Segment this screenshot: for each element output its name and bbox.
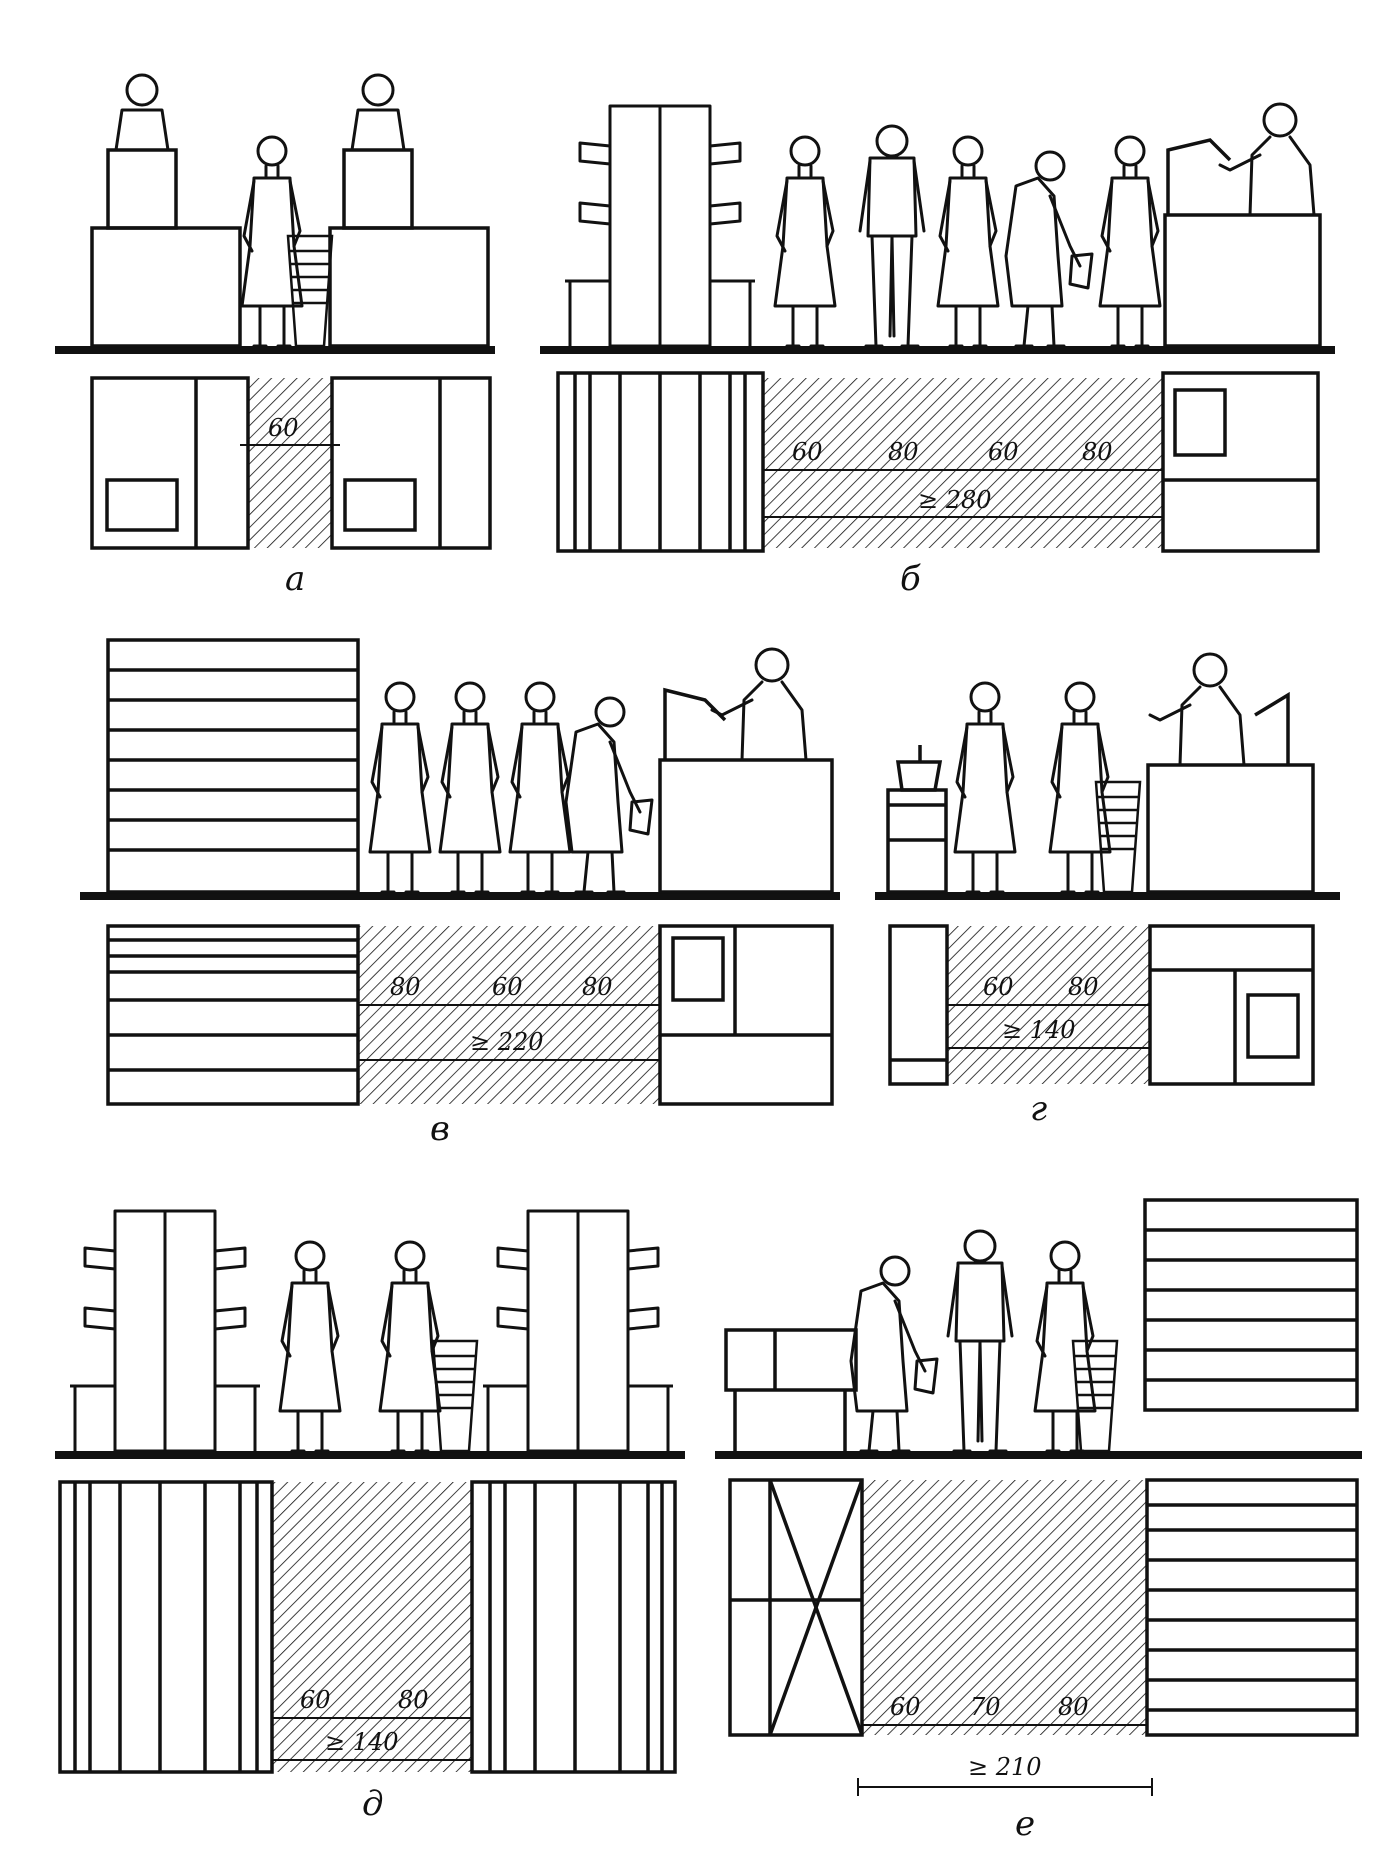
shopper-figure xyxy=(564,696,654,894)
counter-plan xyxy=(1148,924,1315,1086)
display-stand xyxy=(481,1209,675,1453)
shopper-figure xyxy=(368,681,432,894)
cashier-figure xyxy=(1148,652,1246,767)
dim-total: ≥ 140 xyxy=(1002,1016,1076,1044)
counter-plan xyxy=(1161,371,1320,553)
shopper-figure xyxy=(278,1240,342,1453)
dim-label: 60 xyxy=(492,973,523,1001)
basket-stack xyxy=(431,1339,479,1453)
shelving-plan xyxy=(1145,1478,1359,1737)
panel-label: а xyxy=(285,559,305,599)
checkout-counter xyxy=(658,758,834,894)
counter-plan xyxy=(658,924,834,1106)
dim-label: 80 xyxy=(888,438,919,466)
cashier-figure xyxy=(710,647,808,762)
dim-total: ≥ 140 xyxy=(325,1728,399,1756)
aisle-hatch xyxy=(358,926,660,1104)
panel-b xyxy=(540,102,1335,553)
checkout-counter xyxy=(1163,213,1322,348)
shopper-figure xyxy=(438,681,502,894)
dim-label: 80 xyxy=(390,973,421,1001)
dim-label: 70 xyxy=(970,1693,1001,1721)
shopper-figure xyxy=(936,135,1000,348)
shopper-figure xyxy=(858,124,926,348)
dim-label: 60 xyxy=(983,973,1014,1001)
stand-plan xyxy=(58,1480,274,1774)
aisle-hatch xyxy=(762,378,1162,548)
checkout-counter xyxy=(328,226,490,348)
counter-plan xyxy=(330,376,492,550)
dim-label: 60 xyxy=(300,1686,331,1714)
dim-total: ≥ 210 xyxy=(968,1753,1042,1781)
freezer-plan xyxy=(728,1478,864,1737)
shelving-unit xyxy=(1143,1198,1359,1412)
cashier-figure xyxy=(114,73,170,152)
dim-label: 60 xyxy=(268,414,299,442)
cash-register xyxy=(106,148,178,230)
dim-label: 80 xyxy=(1058,1693,1089,1721)
shopper-figure xyxy=(1033,1240,1097,1453)
shelving-plan xyxy=(106,924,360,1106)
cashier-figure xyxy=(1218,102,1316,217)
panel-d xyxy=(55,1209,685,1774)
panel-label: б xyxy=(900,559,921,599)
panel-a xyxy=(55,73,495,550)
cashier-figure xyxy=(350,73,406,152)
panel-g xyxy=(875,652,1340,1086)
dim-label: 60 xyxy=(890,1693,921,1721)
panel-label: г xyxy=(1030,1089,1047,1129)
dim-total: ≥ 280 xyxy=(918,486,992,514)
dim-label: 60 xyxy=(792,438,823,466)
dim-label: 80 xyxy=(1068,973,1099,1001)
checkout-counter xyxy=(90,226,242,348)
dim-label: 80 xyxy=(582,973,613,1001)
shopper-figure xyxy=(508,681,572,894)
dim-label: 80 xyxy=(1082,438,1113,466)
panel-label: д xyxy=(362,1784,384,1824)
aisle-hatch xyxy=(248,378,332,548)
dim-label: 80 xyxy=(398,1686,429,1714)
panel-e xyxy=(715,1198,1362,1796)
shopper-figure xyxy=(773,135,837,348)
dim-label: 60 xyxy=(988,438,1019,466)
aisle-hatch xyxy=(862,1480,1147,1735)
display-stand xyxy=(68,1209,262,1453)
freezer-chest xyxy=(724,1328,858,1392)
shopper-figure xyxy=(953,681,1017,894)
counter-plan xyxy=(90,376,250,550)
shopper-figure xyxy=(1098,135,1162,348)
panel-label: в xyxy=(430,1109,450,1149)
display-stand xyxy=(563,104,757,348)
dim-total: ≥ 220 xyxy=(470,1028,544,1056)
shopper-figure xyxy=(849,1255,939,1453)
aisle-hatch xyxy=(272,1482,472,1772)
shelving-unit xyxy=(106,638,360,894)
shopper-figure xyxy=(946,1229,1014,1453)
shopper-figure xyxy=(378,1240,442,1453)
panel-label: е xyxy=(1015,1804,1035,1844)
cash-register xyxy=(342,148,414,230)
checkout-counter xyxy=(1146,763,1315,894)
shopper-figure xyxy=(1004,150,1094,348)
basket-stack xyxy=(1071,1339,1119,1453)
panel-v xyxy=(80,638,840,1106)
